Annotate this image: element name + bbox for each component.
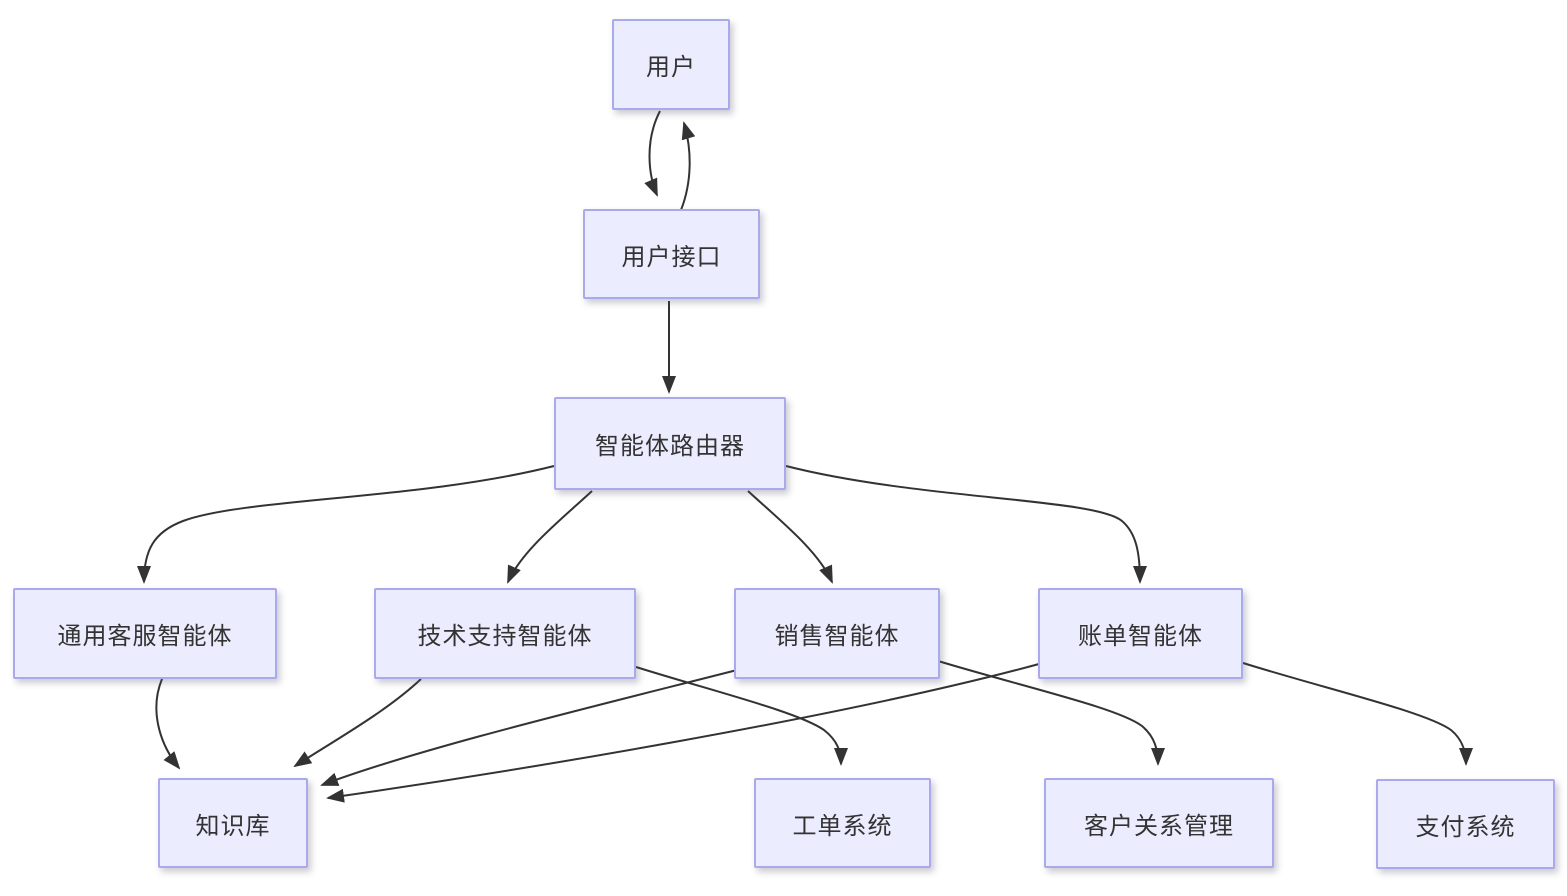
node-tech-support-agent-label: 技术支持智能体 bbox=[417, 623, 593, 650]
node-user: 用户 bbox=[612, 19, 730, 110]
node-crm: 客户关系管理 bbox=[1044, 778, 1274, 868]
node-ticket-system-label: 工单系统 bbox=[792, 812, 893, 840]
edge-tech-agent-to-knowledge-base bbox=[293, 678, 422, 768]
node-user-interface-label: 用户接口 bbox=[621, 243, 722, 271]
edge-router-to-sales-agent bbox=[747, 490, 833, 584]
node-general-service-agent: 通用客服智能体 bbox=[13, 588, 277, 679]
edge-general-agent-to-knowledge-base bbox=[155, 678, 181, 770]
edge-billing-agent-to-knowledge-base bbox=[326, 663, 1040, 803]
node-sales-agent: 销售智能体 bbox=[734, 588, 940, 679]
edge-ui-to-user bbox=[680, 121, 696, 211]
node-payment-system-label: 支付系统 bbox=[1415, 813, 1516, 841]
node-knowledge-base: 知识库 bbox=[158, 778, 308, 868]
edge-router-to-billing-agent bbox=[785, 465, 1147, 584]
node-agent-router: 智能体路由器 bbox=[554, 397, 786, 490]
node-ticket-system: 工单系统 bbox=[754, 778, 931, 868]
edge-tech-agent-to-ticket-system bbox=[635, 666, 848, 766]
node-tech-support-agent: 技术支持智能体 bbox=[374, 588, 636, 679]
edge-user-to-ui bbox=[644, 110, 661, 197]
node-knowledge-base-label: 知识库 bbox=[195, 812, 271, 840]
node-billing-agent-label: 账单智能体 bbox=[1078, 623, 1203, 650]
node-payment-system: 支付系统 bbox=[1376, 779, 1555, 869]
node-billing-agent: 账单智能体 bbox=[1038, 588, 1243, 679]
node-general-service-agent-label: 通用客服智能体 bbox=[57, 623, 233, 650]
node-crm-label: 客户关系管理 bbox=[1084, 812, 1234, 840]
edge-sales-agent-to-knowledge-base bbox=[320, 668, 742, 786]
node-user-label: 用户 bbox=[646, 54, 696, 81]
node-agent-router-label: 智能体路由器 bbox=[595, 433, 745, 460]
node-user-interface: 用户接口 bbox=[583, 209, 760, 299]
node-sales-agent-label: 销售智能体 bbox=[774, 623, 900, 650]
edge-router-to-general-agent bbox=[137, 465, 555, 584]
edge-billing-agent-to-payment-system bbox=[1242, 662, 1473, 766]
edge-router-to-tech-agent bbox=[507, 490, 593, 584]
